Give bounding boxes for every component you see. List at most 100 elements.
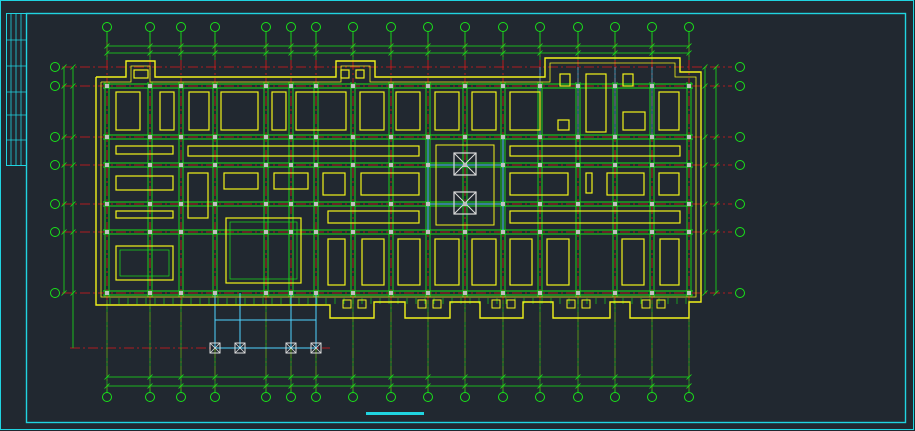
column <box>576 84 580 88</box>
axis-bubble-bottom <box>210 392 220 402</box>
column <box>105 202 109 206</box>
footing <box>187 145 420 157</box>
dimension-tick <box>61 290 67 296</box>
footing <box>434 91 460 131</box>
column <box>105 230 109 234</box>
footing <box>187 172 209 219</box>
axis-bubble-bottom <box>102 392 112 402</box>
dimension-tick <box>70 134 76 140</box>
column <box>538 163 542 167</box>
canopy-footing-cross <box>234 342 246 354</box>
footing-inner <box>229 221 298 280</box>
axis-bubble-bottom <box>386 392 396 402</box>
footing <box>509 210 681 224</box>
canopy-footing <box>234 342 246 354</box>
axis-bubble-left <box>50 160 60 170</box>
column <box>613 291 617 295</box>
axis-bubble-bottom <box>610 392 620 402</box>
footing <box>359 91 385 131</box>
dimension-tick <box>61 64 67 70</box>
axis-bubble-top <box>348 22 358 32</box>
dimension-tick <box>61 229 67 235</box>
column <box>463 230 467 234</box>
axis-bubble-left <box>50 81 60 91</box>
axis-bubble-left <box>50 62 60 72</box>
axis-bubble-bottom <box>286 392 296 402</box>
dimension-tick <box>713 290 719 296</box>
column <box>314 163 318 167</box>
column <box>264 230 268 234</box>
column <box>389 163 393 167</box>
axis-bubble-bottom <box>498 392 508 402</box>
column <box>289 84 293 88</box>
footing <box>621 238 645 286</box>
column <box>538 230 542 234</box>
column <box>351 230 355 234</box>
axis-bubble-bottom <box>535 392 545 402</box>
dimension-tick <box>713 134 719 140</box>
dimension-tick <box>61 201 67 207</box>
column <box>426 84 430 88</box>
footing <box>559 73 571 87</box>
axis-bubble-left <box>50 132 60 142</box>
column <box>463 84 467 88</box>
dimension-tick <box>702 64 708 70</box>
footing <box>509 145 681 157</box>
footing <box>606 172 645 196</box>
column <box>426 135 430 139</box>
column <box>501 202 505 206</box>
axis-bubble-top <box>210 22 220 32</box>
column <box>463 202 467 206</box>
axis-bubble-left <box>50 288 60 298</box>
axis-bubble-bottom <box>176 392 186 402</box>
footing <box>434 238 460 286</box>
elevator-shaft <box>453 152 477 176</box>
pile-cap <box>581 299 591 309</box>
pile-cap <box>357 299 367 309</box>
dimension-tick <box>713 201 719 207</box>
column <box>213 163 217 167</box>
footing <box>223 172 259 190</box>
axis-bubble-right <box>735 227 745 237</box>
column <box>289 291 293 295</box>
column <box>687 230 691 234</box>
canopy-footing <box>310 342 322 354</box>
column <box>687 163 691 167</box>
footing <box>115 145 174 155</box>
dimension-tick <box>702 229 708 235</box>
axis-bubble-top <box>573 22 583 32</box>
column <box>650 291 654 295</box>
column <box>426 202 430 206</box>
column <box>650 84 654 88</box>
footings-layer <box>115 69 681 354</box>
column <box>389 135 393 139</box>
building-outline <box>95 57 702 319</box>
footing <box>188 91 210 131</box>
column <box>613 163 617 167</box>
axis-bubble-bottom <box>647 392 657 402</box>
canopy-footing <box>285 342 297 354</box>
footing <box>225 217 302 284</box>
footing <box>509 238 533 286</box>
elevator-shaft <box>453 191 477 215</box>
axis-bubble-bottom <box>684 392 694 402</box>
column <box>576 230 580 234</box>
column <box>213 135 217 139</box>
dimension-tick <box>70 162 76 168</box>
dimension-tick <box>70 201 76 207</box>
column <box>148 230 152 234</box>
canopy-footing-cross <box>310 342 322 354</box>
footing <box>355 69 365 79</box>
pile-cap <box>566 299 576 309</box>
column <box>148 163 152 167</box>
column <box>179 163 183 167</box>
dimension-tick <box>713 162 719 168</box>
column <box>213 202 217 206</box>
axis-bubble-top <box>286 22 296 32</box>
axis-bubble-bottom <box>348 392 358 402</box>
stair-outline <box>435 144 495 226</box>
dimension-tick <box>702 83 708 89</box>
column <box>148 84 152 88</box>
column <box>650 202 654 206</box>
column <box>289 202 293 206</box>
